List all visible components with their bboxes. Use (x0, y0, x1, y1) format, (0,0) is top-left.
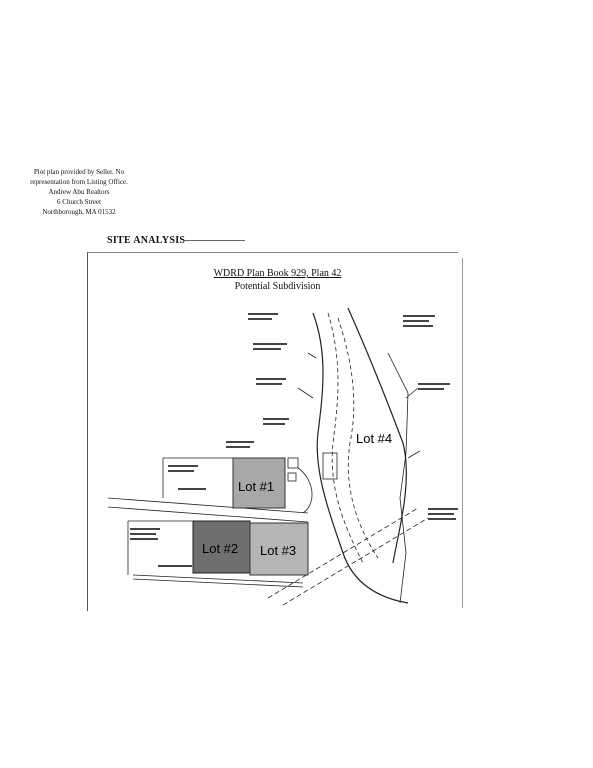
disclaimer-line: representation from Listing Office. (30, 178, 128, 186)
lot-4-label: Lot #4 (356, 431, 392, 446)
lot-1-label: Lot #1 (238, 479, 274, 494)
plot-annotations (130, 313, 458, 567)
lot-3-parcel (249, 522, 309, 576)
plan-frame (87, 252, 458, 611)
page-edge-rule (462, 258, 463, 608)
plan-title-line2: Potential Subdivision (234, 281, 321, 292)
section-heading: SITE ANALYSIS (107, 235, 186, 246)
plan-title: WDRD Plan Book 929, Plan 42 Potential Su… (195, 267, 360, 293)
heading-rule (183, 240, 245, 241)
disclaimer-line: Northborough, MA 01532 (42, 208, 116, 216)
lot-2-label: Lot #2 (202, 541, 238, 556)
subdivision-plot-map: Lot #1 Lot #2 Lot #3 Lot #4 (107, 307, 458, 606)
plan-title-line1: WDRD Plan Book 929, Plan 42 (213, 268, 342, 279)
plot-linework (107, 307, 429, 606)
disclaimer-block: Plot plan provided by Seller. No represe… (20, 167, 138, 217)
lot-3-label: Lot #3 (260, 543, 296, 558)
disclaimer-line: 6 Church Street (57, 198, 101, 206)
disclaimer-line: Andrew Abu Realtors (48, 188, 110, 196)
disclaimer-line: Plot plan provided by Seller. No (33, 168, 125, 176)
lot-2-parcel (192, 520, 251, 574)
lot-1-parcel (232, 457, 286, 509)
